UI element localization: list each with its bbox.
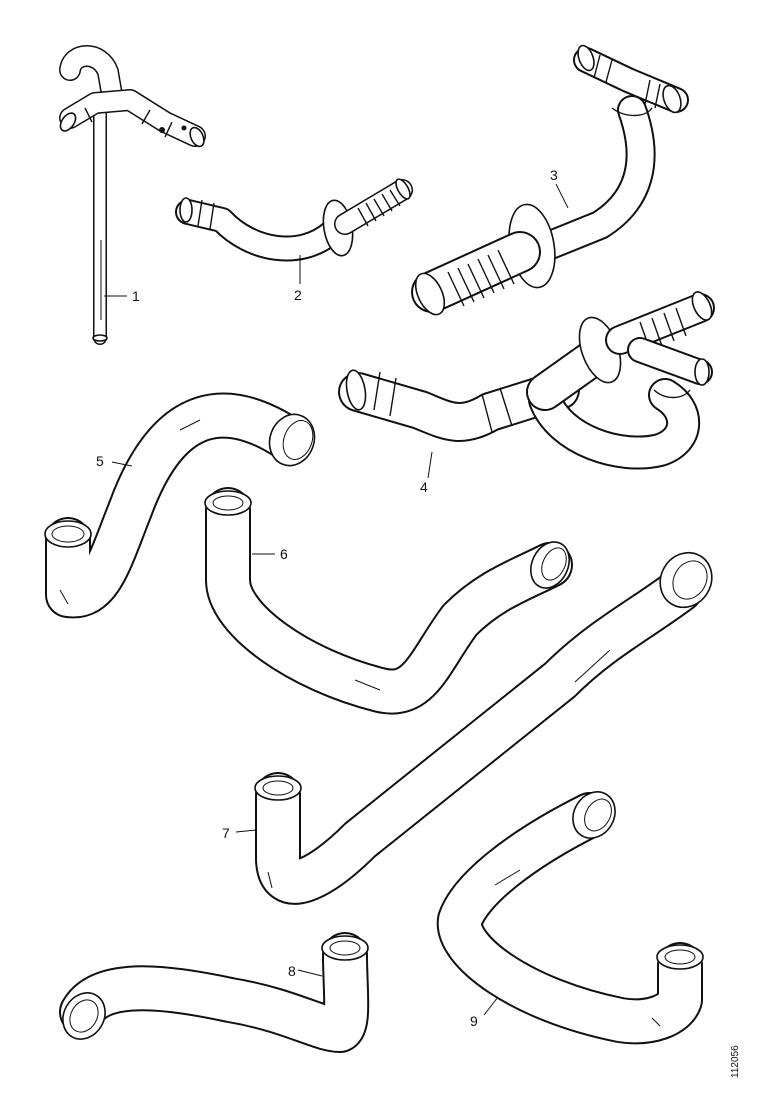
- hose-9-drawing: [436, 791, 704, 1045]
- callout-2: 2: [294, 287, 302, 303]
- callout-8: 8: [288, 963, 296, 979]
- hose-1-drawing: [59, 45, 206, 345]
- callout-6: 6: [280, 546, 288, 562]
- document-id: 112056: [730, 1045, 741, 1078]
- hose-5-drawing: [44, 392, 316, 619]
- hose-6-drawing: [204, 487, 573, 715]
- hose-3-drawing: [411, 44, 689, 316]
- callout-9: 9: [470, 1013, 478, 1029]
- callout-5: 5: [96, 453, 104, 469]
- hose-7-drawing: [254, 551, 713, 905]
- hose-8-drawing: [59, 932, 370, 1053]
- callout-3: 3: [550, 167, 558, 183]
- hose-2-drawing: [175, 178, 413, 262]
- hose-4-drawing: [338, 291, 715, 470]
- callout-4: 4: [420, 479, 428, 495]
- leader-lines: [104, 183, 569, 1016]
- callout-1: 1: [132, 288, 140, 304]
- callout-7: 7: [222, 825, 230, 841]
